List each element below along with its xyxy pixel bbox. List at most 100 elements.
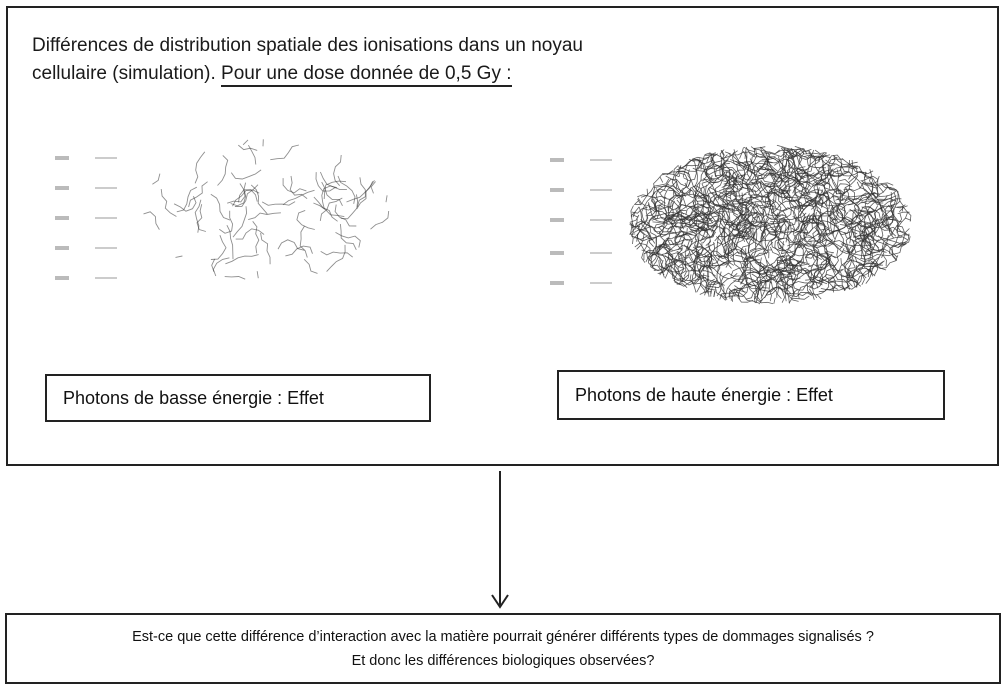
ionisation-track	[705, 191, 720, 217]
ionisation-track	[854, 256, 885, 266]
ionisation-track	[370, 210, 390, 230]
ionisation-track	[704, 152, 711, 155]
ionisation-track	[644, 251, 678, 262]
ionisation-track	[741, 193, 763, 217]
ionisation-track	[733, 227, 756, 250]
ionisation-track	[647, 253, 664, 269]
ionisation-track	[736, 206, 747, 238]
ionisation-track	[818, 254, 843, 280]
ionisation-track	[798, 221, 811, 246]
ionisation-track	[747, 283, 774, 305]
ionisation-track	[864, 222, 881, 253]
ionisation-track	[702, 214, 718, 244]
ionisation-track	[720, 218, 735, 241]
ionisation-track	[356, 177, 366, 208]
ionisation-track	[811, 231, 839, 249]
ionisation-track	[779, 259, 810, 275]
ionisation-track	[765, 266, 778, 298]
ionisation-track	[905, 217, 912, 221]
ionisation-track	[799, 221, 824, 241]
ionisation-track	[194, 151, 206, 184]
ionisation-track	[792, 267, 819, 285]
ionisation-track	[856, 171, 884, 193]
ionisation-track	[856, 181, 884, 204]
ionisation-track	[658, 239, 675, 262]
ionisation-track	[692, 261, 726, 272]
ionisation-track	[705, 280, 722, 297]
ionisation-track	[725, 173, 731, 207]
ionisation-track	[768, 220, 795, 235]
title-dose-underlined: Pour une dose donnée de 0,5 Gy :	[221, 63, 512, 87]
ionisation-track	[869, 218, 884, 241]
ionisation-track	[862, 230, 887, 253]
ionisation-track	[784, 183, 804, 203]
ionisation-track	[630, 222, 643, 234]
ionisation-track	[702, 156, 715, 182]
ionisation-track	[737, 283, 754, 303]
ionisation-track	[714, 153, 747, 167]
ionisation-track	[884, 204, 897, 237]
ionisation-track	[319, 197, 343, 221]
ionisation-track	[800, 196, 816, 227]
ionisation-track	[659, 231, 683, 252]
ionisation-track	[230, 182, 247, 207]
ionisation-track	[899, 207, 904, 213]
ionisation-track	[779, 214, 792, 243]
ionisation-track	[833, 175, 859, 198]
ionisation-track	[687, 169, 708, 197]
ionisation-track	[270, 144, 300, 161]
ionisation-track	[670, 259, 689, 280]
ionisation-track	[893, 243, 906, 246]
ionisation-track	[212, 257, 230, 277]
ionisation-track	[855, 209, 877, 233]
ionisation-track	[641, 192, 656, 224]
ionisation-track	[874, 200, 891, 232]
ionisation-track	[643, 249, 655, 261]
title-line-2: cellulaire (simulation). Pour une dose d…	[32, 60, 752, 88]
ionisation-track	[840, 164, 866, 177]
ionisation-track	[819, 248, 845, 269]
ionisation-track	[692, 156, 710, 160]
ionisation-track	[759, 286, 792, 295]
ionisation-track	[173, 196, 197, 212]
title-line-1: Différences de distribution spatiale des…	[32, 35, 583, 56]
ionisation-track	[697, 223, 719, 238]
ionisation-track	[778, 229, 804, 252]
ionisation-track	[820, 274, 836, 291]
ionisation-track	[143, 211, 160, 230]
ionisation-track	[738, 200, 764, 222]
ionisation-track	[655, 188, 682, 213]
ionisation-track	[235, 228, 265, 240]
ionisation-track	[728, 288, 736, 298]
ionisation-track	[743, 174, 771, 187]
ionisation-track	[897, 236, 911, 248]
ionisation-track	[812, 208, 846, 217]
low-energy-label-text: Photons de basse énergie : Effet	[63, 387, 324, 408]
ionisation-track	[717, 226, 727, 258]
ionisation-track	[859, 212, 889, 228]
ionisation-track	[641, 238, 654, 263]
axis-tick-label-mark	[55, 186, 69, 190]
ionisation-track	[632, 211, 636, 218]
ionisation-track	[651, 199, 666, 221]
ionisation-track	[793, 234, 804, 267]
ionisation-track	[700, 210, 709, 242]
ionisation-track	[765, 269, 793, 288]
ionisation-track	[346, 181, 374, 203]
ionisation-track	[758, 217, 784, 234]
ionisation-track	[762, 222, 778, 253]
ionisation-track	[335, 232, 361, 248]
ionisation-track	[758, 299, 764, 305]
ionisation-track	[774, 171, 805, 183]
ionisation-track	[829, 259, 857, 281]
question-box: Est-ce que cette différence d’interactio…	[5, 613, 1001, 684]
ionisation-track	[786, 172, 815, 194]
ionisation-track	[219, 210, 234, 234]
ionisation-track	[746, 146, 758, 171]
ionisation-track	[794, 175, 811, 198]
ionisation-track	[739, 226, 755, 253]
ionisation-track	[725, 230, 750, 255]
ionisation-track	[763, 149, 780, 155]
ionisation-track	[670, 181, 691, 209]
ionisation-track	[743, 161, 777, 174]
